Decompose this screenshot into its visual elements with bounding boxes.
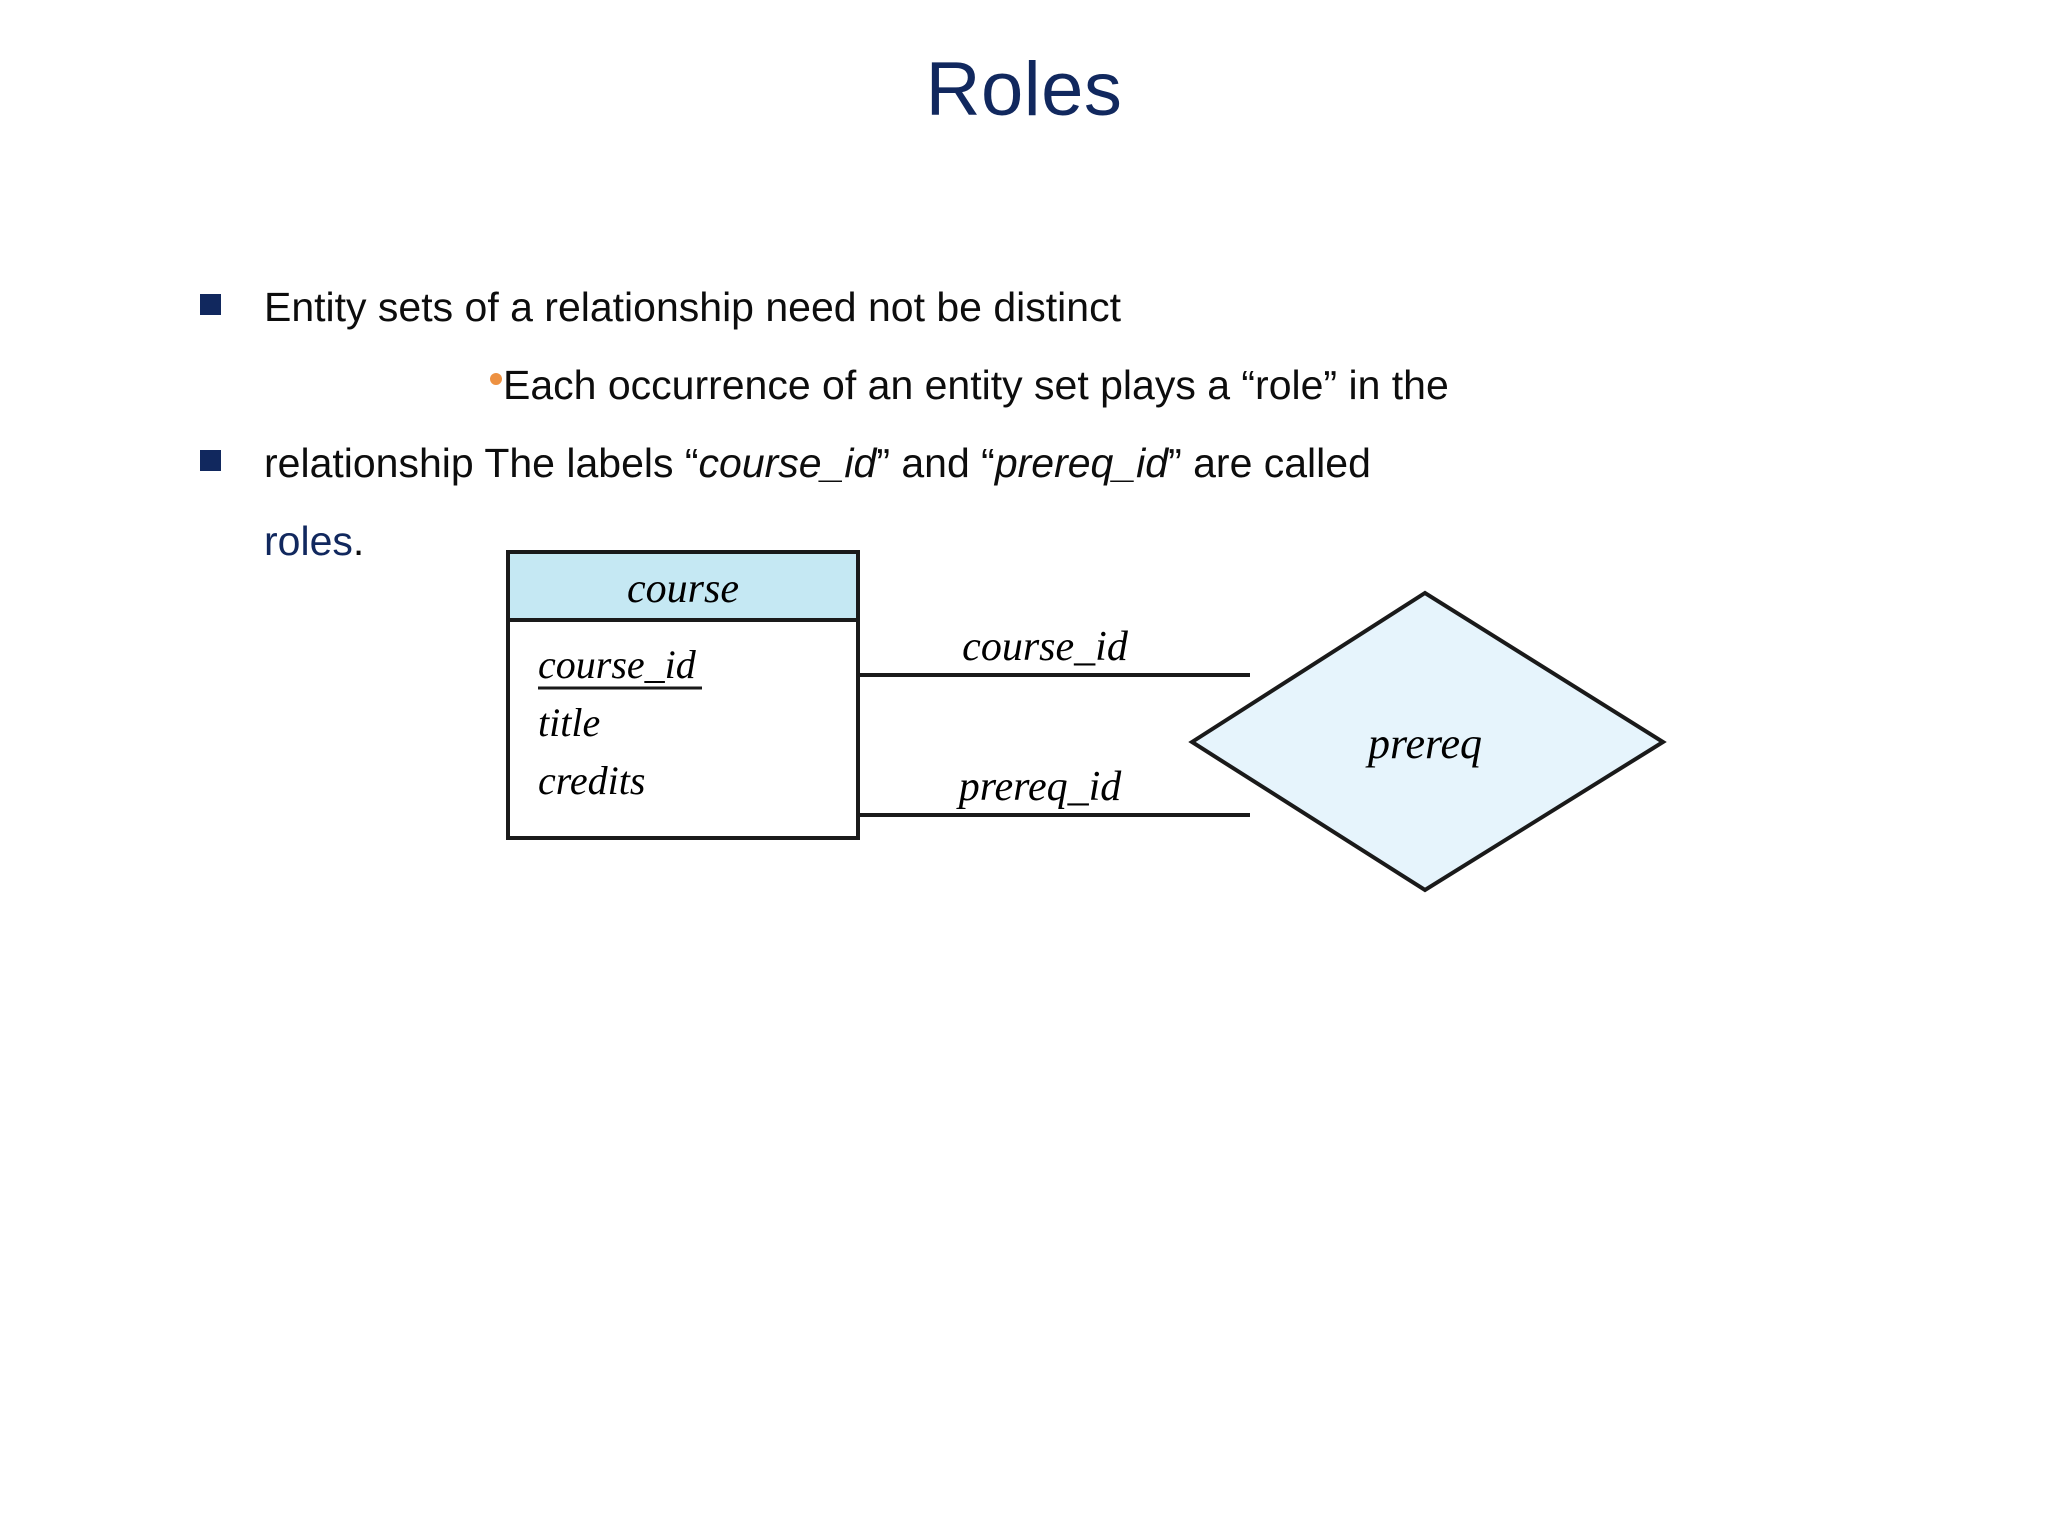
bullet-item-1-label: Entity sets of a relationship need not b… — [264, 284, 1121, 330]
square-bullet-icon — [200, 450, 221, 471]
bullet-3-text-part-1: relationship The labels “ — [264, 440, 699, 486]
square-bullet-icon — [200, 294, 221, 315]
bullet-item-3-continuation: roles. — [196, 502, 1696, 580]
entity-name-course: course — [627, 566, 739, 612]
bullet-3-text-part-3: ” are called — [1168, 440, 1371, 486]
entity-body-course — [506, 618, 860, 840]
entity-attribute-title: title — [538, 700, 600, 745]
relationship-diamond-prereq — [1188, 590, 1667, 893]
bullet-3-continuation-tail: . — [352, 518, 365, 564]
bullet-item-3-label: relationship The labels “course_id” and … — [264, 424, 1371, 502]
bullet-item-3: relationship The labels “course_id” and … — [196, 424, 1696, 502]
slide-body: Entity sets of a relationship need not b… — [196, 268, 1696, 580]
page-title: Roles — [925, 47, 1123, 132]
bullet-item-2-label: Each occurrence of an entity set plays a… — [503, 362, 1449, 408]
relationship-name-prereq: prereq — [1365, 719, 1482, 768]
bullet-3-text-part-2: ” and “ — [876, 440, 995, 486]
bullet-3-italic-prereq-id: prereq_id — [994, 440, 1169, 486]
round-bullet-icon — [490, 373, 502, 385]
bullet-3-continuation-label: roles. — [264, 502, 364, 580]
bullet-3-italic-course-id: course_id — [698, 440, 877, 486]
edge-label-course-id: course_id — [962, 624, 1129, 670]
entity-attribute-course-id: course_id — [538, 642, 697, 687]
roles-accent-word: roles — [264, 518, 353, 564]
bullet-item-2: Each occurrence of an entity set plays a… — [490, 346, 1696, 424]
edge-label-prereq-id: prereq_id — [956, 764, 1123, 810]
er-diagram: prereq course course_id title credits co… — [490, 540, 1710, 920]
bullet-item-1: Entity sets of a relationship need not b… — [196, 268, 1696, 346]
entity-attribute-credits: credits — [538, 758, 645, 803]
entity-header-course — [506, 550, 860, 622]
